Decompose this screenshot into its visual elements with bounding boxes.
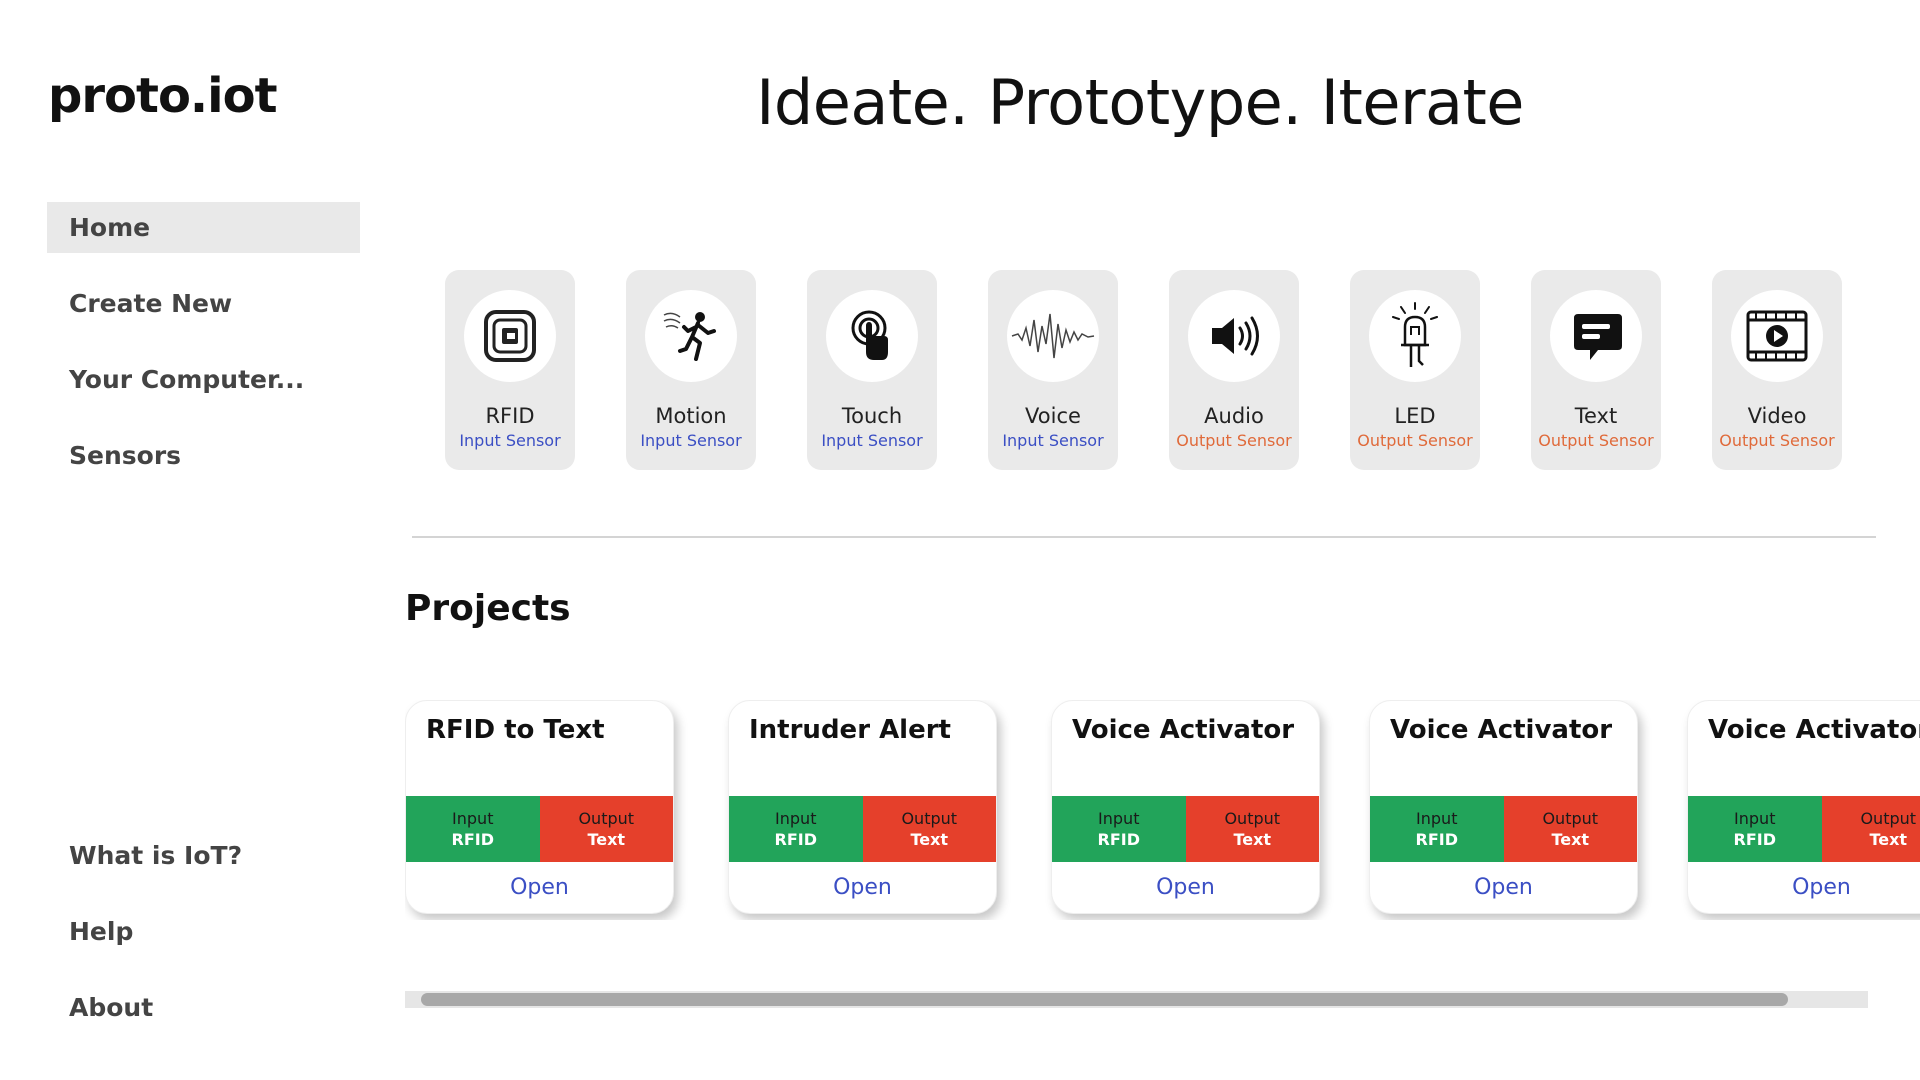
section-divider <box>412 536 1876 538</box>
project-card[interactable]: Voice Activator Input RFID Output Text O… <box>1369 700 1638 914</box>
project-title: Intruder Alert <box>749 715 951 745</box>
input-value: RFID <box>1733 830 1776 849</box>
output-value: Text <box>1551 830 1590 849</box>
sensor-type: Input Sensor <box>821 431 923 450</box>
output-value: Text <box>910 830 949 849</box>
output-value: Text <box>1869 830 1908 849</box>
sensor-name: Text <box>1574 404 1618 428</box>
sensor-name: Motion <box>655 404 727 428</box>
input-value: RFID <box>774 830 817 849</box>
input-label: Input <box>1734 809 1776 828</box>
project-card[interactable]: Voice Activator Input RFID Output Text O… <box>1687 700 1920 914</box>
output-label: Output <box>1224 809 1281 828</box>
horizontal-scrollbar[interactable] <box>405 991 1868 1008</box>
project-io-row: Input RFID Output Text <box>1688 796 1920 862</box>
sensor-name: Video <box>1747 404 1807 428</box>
sensor-type: Output Sensor <box>1357 431 1473 450</box>
project-output: Output Text <box>862 796 996 862</box>
speaker-icon <box>1188 290 1280 382</box>
sidebar-bottom-nav: What is IoT? Help About <box>47 830 360 1058</box>
led-bulb-icon <box>1369 290 1461 382</box>
sidebar-item-home[interactable]: Home <box>47 202 360 253</box>
input-value: RFID <box>451 830 494 849</box>
sensor-card-rfid[interactable]: RFID Input Sensor <box>445 270 575 470</box>
sensor-name: RFID <box>485 404 535 428</box>
sidebar-item-your-computer[interactable]: Your Computer... <box>69 365 305 394</box>
sensor-type: Output Sensor <box>1719 431 1835 450</box>
sidebar-nav: Home Create New Your Computer... Sensors <box>47 202 360 506</box>
sidebar-item-help[interactable]: Help <box>69 917 134 946</box>
project-output: Output Text <box>1185 796 1319 862</box>
project-title: Voice Activator <box>1390 715 1613 745</box>
project-input: Input RFID <box>1370 796 1504 862</box>
page-headline: Ideate. Prototype. Iterate <box>756 66 1524 139</box>
open-project-link[interactable]: Open <box>833 875 892 900</box>
rfid-chip-icon <box>464 290 556 382</box>
sensor-type: Output Sensor <box>1176 431 1292 450</box>
open-project-link[interactable]: Open <box>1792 875 1851 900</box>
output-label: Output <box>1860 809 1917 828</box>
sensor-card-motion[interactable]: Motion Input Sensor <box>626 270 756 470</box>
scrollbar-thumb[interactable] <box>421 993 1788 1006</box>
sidebar-item-create-new[interactable]: Create New <box>69 289 233 318</box>
sensor-card-touch[interactable]: Touch Input Sensor <box>807 270 937 470</box>
sensor-card-voice[interactable]: Voice Input Sensor <box>988 270 1118 470</box>
projects-list: RFID to Text Input RFID Output Text Open… <box>405 700 1920 920</box>
sidebar-item-what-is-iot[interactable]: What is IoT? <box>69 841 243 870</box>
project-input: Input RFID <box>406 796 540 862</box>
sensor-name: Voice <box>1025 404 1081 428</box>
text-message-icon <box>1550 290 1642 382</box>
sensor-name: Touch <box>841 404 903 428</box>
app-logo[interactable]: proto.iot <box>48 68 278 124</box>
input-label: Input <box>775 809 817 828</box>
sensor-grid: RFID Input Sensor Motion Input Sensor To… <box>445 270 1845 470</box>
input-value: RFID <box>1097 830 1140 849</box>
voice-waveform-icon <box>1007 290 1099 382</box>
project-io-row: Input RFID Output Text <box>729 796 996 862</box>
input-value: RFID <box>1415 830 1458 849</box>
sensor-card-text[interactable]: Text Output Sensor <box>1531 270 1661 470</box>
sensor-name: LED <box>1394 404 1436 428</box>
projects-heading: Projects <box>405 588 571 629</box>
input-label: Input <box>1416 809 1458 828</box>
input-label: Input <box>452 809 494 828</box>
sensor-type: Input Sensor <box>640 431 742 450</box>
project-input: Input RFID <box>1688 796 1822 862</box>
output-label: Output <box>901 809 958 828</box>
sensor-card-audio[interactable]: Audio Output Sensor <box>1169 270 1299 470</box>
project-output: Output Text <box>1503 796 1637 862</box>
sensor-type: Input Sensor <box>1002 431 1104 450</box>
input-label: Input <box>1098 809 1140 828</box>
project-card[interactable]: Voice Activator Input RFID Output Text O… <box>1051 700 1320 914</box>
open-project-link[interactable]: Open <box>510 875 569 900</box>
project-io-row: Input RFID Output Text <box>406 796 673 862</box>
project-title: Voice Activator <box>1708 715 1920 745</box>
touch-finger-icon <box>826 290 918 382</box>
project-io-row: Input RFID Output Text <box>1370 796 1637 862</box>
sensor-type: Output Sensor <box>1538 431 1654 450</box>
sensor-card-led[interactable]: LED Output Sensor <box>1350 270 1480 470</box>
project-input: Input RFID <box>729 796 863 862</box>
sidebar-item-sensors[interactable]: Sensors <box>69 441 182 470</box>
project-title: RFID to Text <box>426 715 605 745</box>
project-card[interactable]: RFID to Text Input RFID Output Text Open <box>405 700 674 914</box>
motion-person-icon <box>645 290 737 382</box>
project-card[interactable]: Intruder Alert Input RFID Output Text Op… <box>728 700 997 914</box>
project-io-row: Input RFID Output Text <box>1052 796 1319 862</box>
open-project-link[interactable]: Open <box>1474 875 1533 900</box>
sensor-card-video[interactable]: Video Output Sensor <box>1712 270 1842 470</box>
video-film-icon <box>1731 290 1823 382</box>
sidebar-item-about[interactable]: About <box>69 993 154 1022</box>
output-value: Text <box>1233 830 1272 849</box>
project-output: Output Text <box>539 796 673 862</box>
output-label: Output <box>1542 809 1599 828</box>
sensor-type: Input Sensor <box>459 431 561 450</box>
output-value: Text <box>587 830 626 849</box>
project-title: Voice Activator <box>1072 715 1295 745</box>
project-input: Input RFID <box>1052 796 1186 862</box>
project-output: Output Text <box>1821 796 1920 862</box>
open-project-link[interactable]: Open <box>1156 875 1215 900</box>
output-label: Output <box>578 809 635 828</box>
sensor-name: Audio <box>1204 404 1264 428</box>
